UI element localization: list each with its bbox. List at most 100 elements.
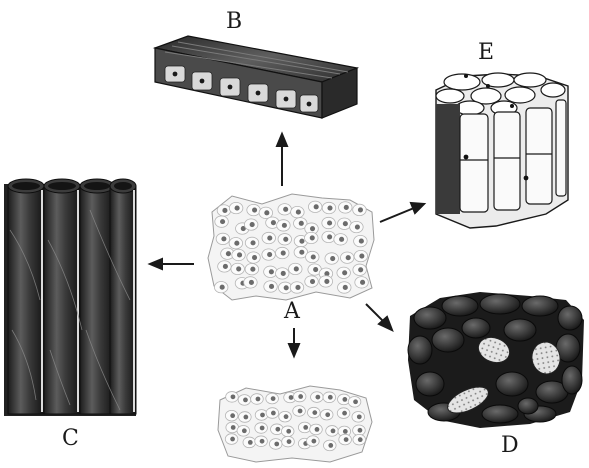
cell-nucleus (298, 394, 304, 399)
label-d: D (501, 433, 519, 458)
cell-nucleus (303, 425, 309, 430)
cell-nucleus (295, 209, 301, 215)
cell-nucleus (275, 426, 281, 432)
cell-nucleus (270, 396, 276, 401)
blob-cell (503, 318, 537, 342)
tissue-e-columns (435, 72, 569, 229)
tissue-d-blobs (407, 293, 583, 424)
cell-nucleus (250, 240, 256, 246)
cell-nucleus (230, 413, 236, 419)
blob-cell (479, 293, 521, 315)
tube (109, 185, 137, 415)
cell-nucleus (299, 249, 305, 255)
tube (7, 185, 45, 415)
cell-nucleus (247, 440, 253, 445)
cell-nucleus (356, 414, 362, 420)
cell-nucleus (298, 220, 304, 226)
cell-nucleus (327, 234, 333, 240)
cell-nucleus (357, 437, 363, 443)
blob-cell (413, 306, 447, 330)
cell-nucleus (249, 222, 255, 228)
cell-nucleus (327, 205, 333, 211)
cell-nucleus (359, 253, 365, 259)
tube-lumen (48, 182, 76, 190)
cell-nucleus (324, 271, 330, 277)
cell-nucleus (283, 285, 289, 291)
cell-nucleus (311, 438, 317, 444)
cell-nucleus (342, 284, 348, 291)
cell-nucleus (259, 425, 265, 431)
tissue-b-slab (152, 35, 360, 119)
cell-nucleus (225, 251, 231, 257)
arrows (147, 131, 427, 359)
blob-cell (521, 295, 559, 317)
arrow-down (287, 328, 301, 359)
blob-cell (407, 335, 433, 365)
blob-cell (557, 305, 583, 331)
cell-nucleus (353, 399, 358, 405)
cell-nucleus (269, 283, 275, 290)
cell-nucleus (342, 429, 348, 434)
cell-nucleus (327, 394, 333, 400)
blob-cell (441, 295, 479, 317)
cell-nucleus (255, 396, 261, 402)
cell-nucleus (309, 235, 315, 241)
cell-nucleus (220, 219, 226, 225)
cell-nucleus (280, 270, 286, 276)
cell-nucleus (280, 250, 286, 256)
cell-nucleus (357, 427, 363, 433)
cell-nucleus (342, 270, 348, 276)
cell-nucleus (270, 220, 276, 226)
cell-mass-a-cells (214, 200, 369, 294)
cell-nucleus (267, 235, 273, 241)
cell-nucleus (313, 204, 319, 210)
cell-nucleus (309, 278, 316, 285)
cell-nucleus (274, 441, 280, 447)
cell-nucleus (222, 207, 228, 214)
cell-nucleus (236, 266, 242, 272)
tissue-c-tubes (4, 178, 137, 416)
tube-lumen (114, 182, 132, 190)
cell-nucleus (324, 278, 330, 284)
tube-lumen (84, 182, 110, 190)
cell-nucleus (342, 397, 348, 402)
cell-nucleus (343, 437, 349, 442)
blob-cell (461, 317, 491, 339)
cell-nucleus (264, 210, 270, 216)
blob-cell (481, 404, 519, 424)
cell-nucleus (339, 236, 345, 242)
arrow-to-b (275, 131, 289, 186)
tissue-c-tube-group (7, 178, 137, 415)
arrow-to-d (365, 303, 394, 332)
cell-nucleus (312, 410, 318, 416)
cell-nucleus (310, 254, 316, 260)
cell-nucleus (230, 436, 235, 442)
label-e: E (478, 40, 494, 65)
cell-nucleus (330, 255, 336, 262)
cell-nucleus (309, 226, 316, 232)
cell-nucleus (281, 222, 287, 228)
cell-nucleus (230, 394, 236, 400)
cell-nucleus (288, 395, 294, 400)
cell-nucleus (330, 428, 336, 434)
cell-nucleus (297, 408, 303, 414)
cell-nucleus (357, 207, 364, 213)
cell-mass-a (207, 193, 375, 301)
cell-nucleus (251, 254, 258, 261)
cell-nucleus (342, 410, 347, 416)
cell-nucleus (248, 279, 254, 285)
cell-nucleus (230, 425, 236, 430)
cell-nucleus (252, 207, 258, 213)
blob-cell (561, 365, 583, 395)
cell-nucleus (243, 414, 249, 420)
tissue-d-stippled-cells (447, 336, 561, 414)
cell-nucleus (240, 225, 246, 232)
cell-nucleus (343, 204, 349, 210)
cell-nucleus (250, 266, 256, 272)
tube-lumen (12, 182, 40, 190)
cell-nucleus (295, 284, 301, 291)
cell-nucleus (314, 427, 320, 432)
label-a: A (283, 299, 301, 324)
